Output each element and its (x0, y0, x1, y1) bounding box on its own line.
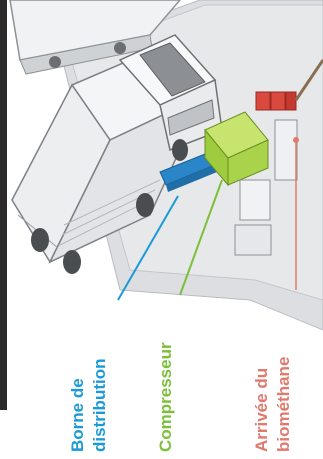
arrivee-leader-dot (293, 137, 299, 143)
borne-label-line2: distribution (90, 359, 109, 452)
compresseur-label: Compresseur (156, 342, 175, 452)
arrivee-label-line2: biométhane (274, 357, 293, 452)
arrivee-label-line1: Arrivée du (252, 368, 271, 452)
borne-label-line1: Borne de (68, 378, 87, 452)
